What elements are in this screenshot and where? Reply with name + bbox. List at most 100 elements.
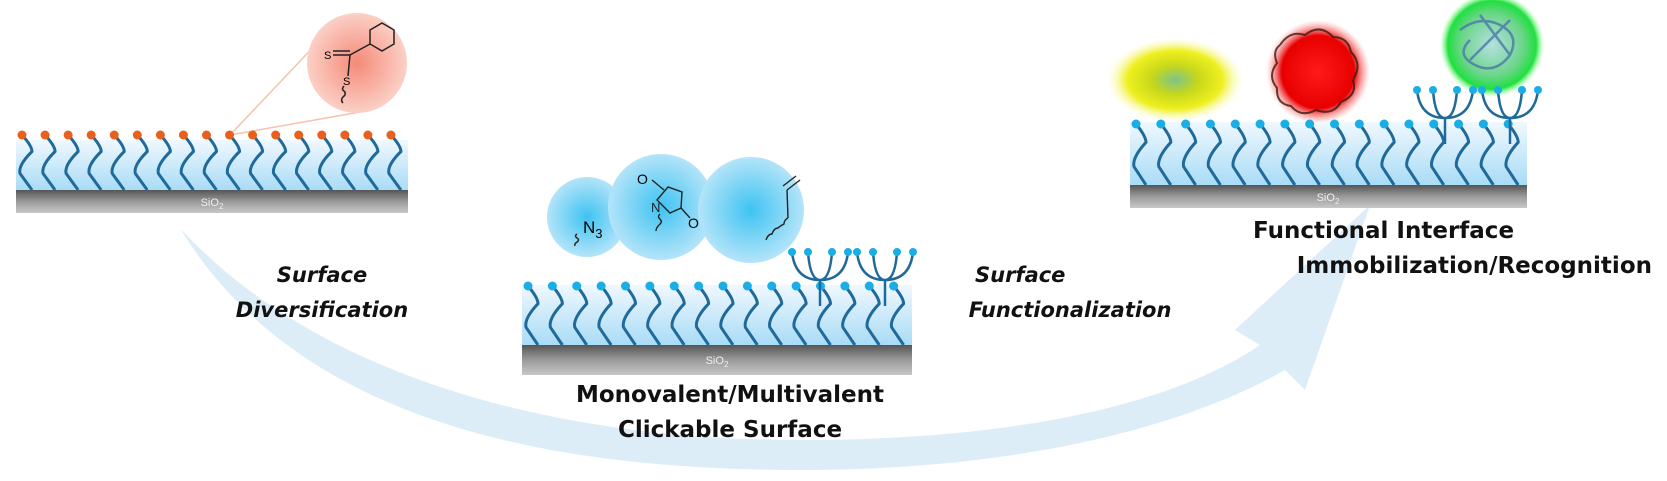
alkyl-chain <box>573 285 589 346</box>
alkyl-chain <box>524 285 540 346</box>
alkyl-chain <box>621 285 638 346</box>
alkyl-chain <box>364 133 380 191</box>
sio2-label: SiO2 <box>1317 192 1340 206</box>
end-group-dot <box>791 281 801 291</box>
end-group-dot <box>694 281 704 291</box>
end-group-dot <box>889 281 899 291</box>
alkyl-chain <box>816 285 833 346</box>
end-group-dot <box>271 130 281 140</box>
process-arrow <box>180 205 1370 470</box>
end-group-dot <box>178 130 188 140</box>
alkyl-chain <box>87 133 103 191</box>
dendron-end-dot <box>1494 86 1502 94</box>
alkyl-chain <box>318 133 334 191</box>
end-group-dot <box>645 281 655 291</box>
alkyl-chain <box>670 285 686 346</box>
alkyl-chain <box>41 133 57 191</box>
end-group-dot <box>1255 119 1265 129</box>
azide-label: N3 <box>583 218 603 241</box>
dendron-end-dot <box>909 248 917 256</box>
alkyl-chain <box>1305 123 1322 186</box>
end-group-dot <box>1156 119 1166 129</box>
end-group-dot <box>1454 119 1464 129</box>
alkyl-chain <box>271 133 288 191</box>
alkyl-chain <box>156 133 172 191</box>
dendron-end-dot <box>1469 86 1477 94</box>
alkyl-chain <box>646 285 662 346</box>
end-group-dot <box>718 281 728 291</box>
end-group-dot <box>1205 119 1215 129</box>
alkyl-chain <box>225 133 242 191</box>
end-group-dot <box>294 130 304 140</box>
alkyl-chain <box>792 285 808 346</box>
middle-caption-line2: Clickable Surface <box>617 417 843 443</box>
azide-bubble <box>547 177 627 257</box>
dendron <box>855 251 915 306</box>
dithiobenzoate-structure <box>333 22 395 104</box>
maleimide-bubble <box>608 154 714 260</box>
alkyl-chain <box>1157 123 1173 186</box>
step1-line1: Surface <box>276 263 368 287</box>
end-group-dot <box>1280 119 1290 129</box>
end-group-dot <box>523 281 533 291</box>
dendron <box>1480 89 1540 144</box>
end-group-dot <box>1230 119 1240 129</box>
dendron-end-dot <box>853 248 861 256</box>
dendron-end-dot <box>804 248 812 256</box>
alkyl-chain <box>202 133 218 191</box>
end-group-dot <box>840 281 850 291</box>
step2-line2: Functionalization <box>968 298 1172 322</box>
end-group-dot <box>155 130 165 140</box>
green-protein-target <box>1440 0 1544 97</box>
end-group-dot <box>1354 119 1364 129</box>
end-group-dot <box>1181 119 1191 129</box>
dendron-end-dot <box>1534 86 1542 94</box>
yellow-target <box>1107 38 1243 122</box>
alkyl-chain <box>110 133 126 191</box>
end-group-dot <box>363 130 373 140</box>
thione-s-label: S <box>324 50 331 62</box>
end-group-dot <box>340 130 350 140</box>
alkyl-chain <box>1330 123 1347 186</box>
alkyl-chain <box>179 133 195 191</box>
alkyl-chain <box>1132 123 1148 186</box>
alkyl-chain <box>865 285 881 346</box>
end-group-dot <box>248 130 258 140</box>
end-group-dot <box>225 130 235 140</box>
step1-label: Surface Diversification <box>232 258 412 328</box>
alkyl-chain <box>548 285 564 346</box>
alkyl-chain <box>597 285 613 346</box>
alkyl-chain <box>1405 123 1421 186</box>
dendron-end-dot <box>1478 86 1486 94</box>
alkyl-chain <box>694 285 711 346</box>
end-group-dot <box>86 130 96 140</box>
sio2-label: SiO2 <box>706 355 729 369</box>
dendron-end-dot <box>1453 86 1461 94</box>
end-group-dot <box>317 130 327 140</box>
dendron-end-dot <box>869 248 877 256</box>
end-group-dot <box>864 281 874 291</box>
dendron-end-dot <box>828 248 836 256</box>
alkyl-chain <box>743 285 759 346</box>
maleimide-o-label: O <box>637 171 648 187</box>
alkyl-chain <box>841 285 857 346</box>
dendron <box>790 251 850 306</box>
alkyl-chain <box>1479 123 1495 186</box>
alkyl-chain <box>719 285 735 346</box>
end-group-dot <box>596 281 606 291</box>
alkyl-chain <box>1206 123 1222 186</box>
alkyl-chain <box>1256 123 1272 186</box>
alkyl-chain <box>1281 123 1297 186</box>
dithioester-bubble <box>307 13 407 113</box>
alkyl-chain <box>18 133 34 191</box>
right-caption-line1: Functional Interface <box>1253 218 1515 244</box>
dendron <box>1415 89 1475 144</box>
thioether-s-label: S <box>343 76 350 88</box>
end-group-dot <box>767 281 777 291</box>
end-group-dot <box>386 130 396 140</box>
end-group-dot <box>1404 119 1414 129</box>
end-group-dot <box>1503 119 1513 129</box>
end-group-dot <box>669 281 679 291</box>
